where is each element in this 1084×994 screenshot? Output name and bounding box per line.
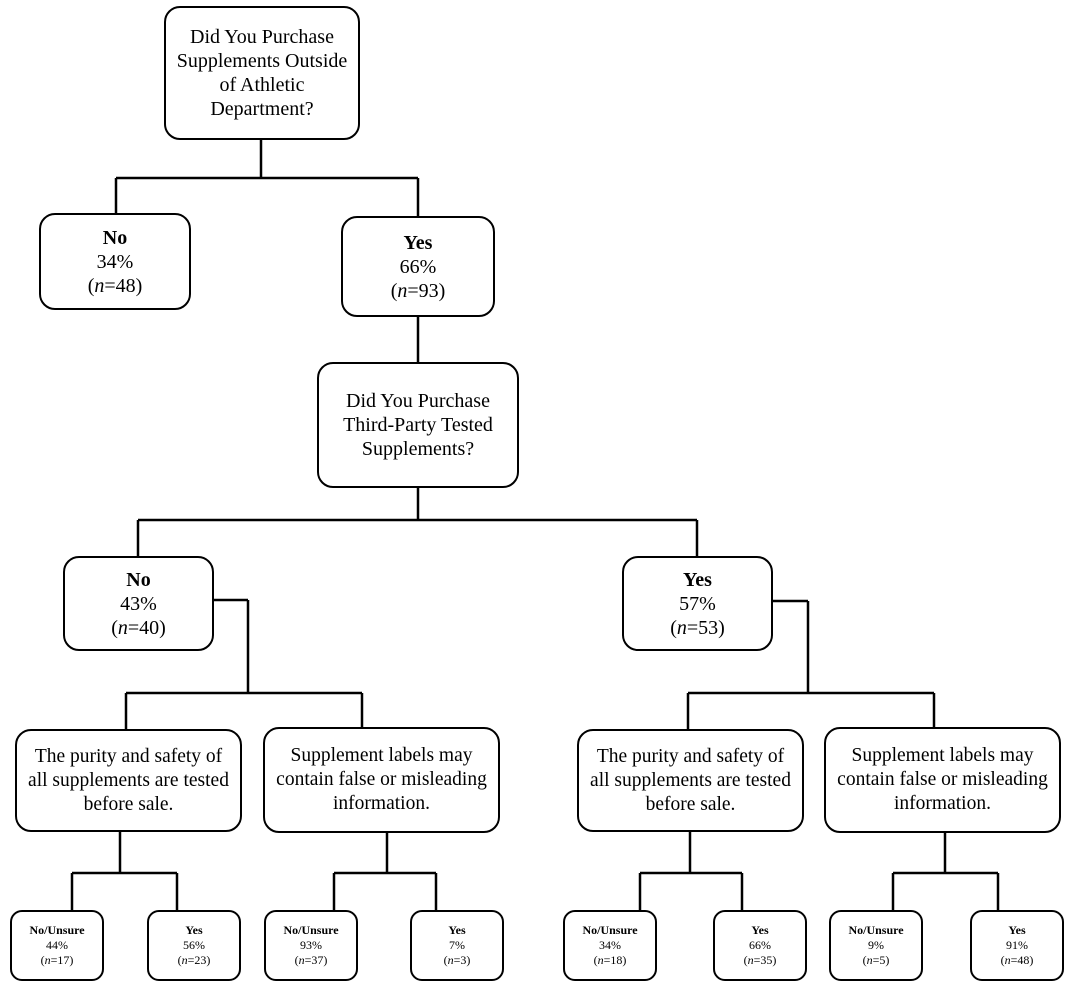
leaf-count: (n=48) (1000, 953, 1034, 967)
answer-no-third-party-box: No 43% (n=40) (63, 556, 214, 651)
question-purchase-outside-box: Did You Purchase Supplements Outside of … (164, 6, 360, 140)
answer-label: No (126, 568, 151, 591)
leaf-count: (n=5) (862, 953, 890, 967)
answer-yes-outside-box: Yes 66% (n=93) (341, 216, 495, 317)
answer-yes-third-party-box: Yes 57% (n=53) (622, 556, 773, 651)
leaf-count: (n=18) (593, 953, 627, 967)
leaf-yes-labels-yes: Yes 91% (n=48) (970, 910, 1064, 981)
leaf-label: No/Unsure (283, 923, 339, 937)
leaf-label: Yes (185, 923, 203, 937)
leaf-percent: 93% (300, 938, 322, 952)
leaf-label: Yes (1008, 923, 1026, 937)
leaf-percent: 91% (1006, 938, 1028, 952)
statement-labels-right-box: Supplement labels may contain false or m… (824, 727, 1061, 833)
leaf-label: Yes (751, 923, 769, 937)
leaf-percent: 56% (183, 938, 205, 952)
question-purchase-outside-text: Did You Purchase Supplements Outside of … (176, 26, 348, 120)
leaf-count: (n=17) (40, 953, 74, 967)
answer-count: (n=93) (390, 279, 446, 302)
leaf-count: (n=23) (177, 953, 211, 967)
answer-count: (n=53) (670, 616, 725, 639)
answer-count: (n=48) (87, 274, 143, 297)
leaf-no-purity-no-unsure: No/Unsure 44% (n=17) (10, 910, 104, 981)
answer-percent: 34% (96, 250, 134, 273)
question-third-party-text: Did You Purchase Third-Party Tested Supp… (343, 390, 493, 460)
leaf-count: (n=3) (443, 953, 471, 967)
statement-purity-right-box: The purity and safety of all supplements… (577, 729, 804, 832)
leaf-label: No/Unsure (582, 923, 638, 937)
statement-purity-left-box: The purity and safety of all supplements… (15, 729, 242, 832)
statement-labels-text: Supplement labels may contain false or m… (837, 745, 1048, 814)
statement-labels-left-box: Supplement labels may contain false or m… (263, 727, 500, 833)
answer-label: Yes (683, 568, 712, 591)
leaf-no-labels-yes: Yes 7% (n=3) (410, 910, 504, 981)
leaf-percent: 44% (46, 938, 68, 952)
leaf-no-purity-yes: Yes 56% (n=23) (147, 910, 241, 981)
leaf-label: No/Unsure (848, 923, 904, 937)
leaf-percent: 34% (599, 938, 621, 952)
leaf-label: No/Unsure (29, 923, 85, 937)
question-third-party-box: Did You Purchase Third-Party Tested Supp… (317, 362, 519, 488)
leaf-yes-purity-yes: Yes 66% (n=35) (713, 910, 807, 981)
answer-label: No (102, 226, 128, 249)
leaf-percent: 7% (449, 938, 465, 952)
answer-count: (n=40) (111, 616, 166, 639)
leaf-no-labels-no-unsure: No/Unsure 93% (n=37) (264, 910, 358, 981)
answer-percent: 43% (120, 592, 157, 615)
answer-percent: 66% (399, 255, 437, 278)
leaf-percent: 66% (749, 938, 771, 952)
statement-purity-text: The purity and safety of all supplements… (590, 745, 791, 815)
leaf-count: (n=35) (743, 953, 777, 967)
leaf-count: (n=37) (294, 953, 328, 967)
leaf-yes-purity-no-unsure: No/Unsure 34% (n=18) (563, 910, 657, 981)
leaf-label: Yes (448, 923, 466, 937)
answer-percent: 57% (679, 592, 716, 615)
leaf-yes-labels-no-unsure: No/Unsure 9% (n=5) (829, 910, 923, 981)
answer-no-outside-box: No 34% (n=48) (39, 213, 191, 310)
answer-label: Yes (403, 231, 433, 254)
leaf-percent: 9% (868, 938, 884, 952)
statement-labels-text: Supplement labels may contain false or m… (276, 745, 487, 814)
statement-purity-text: The purity and safety of all supplements… (28, 745, 229, 815)
